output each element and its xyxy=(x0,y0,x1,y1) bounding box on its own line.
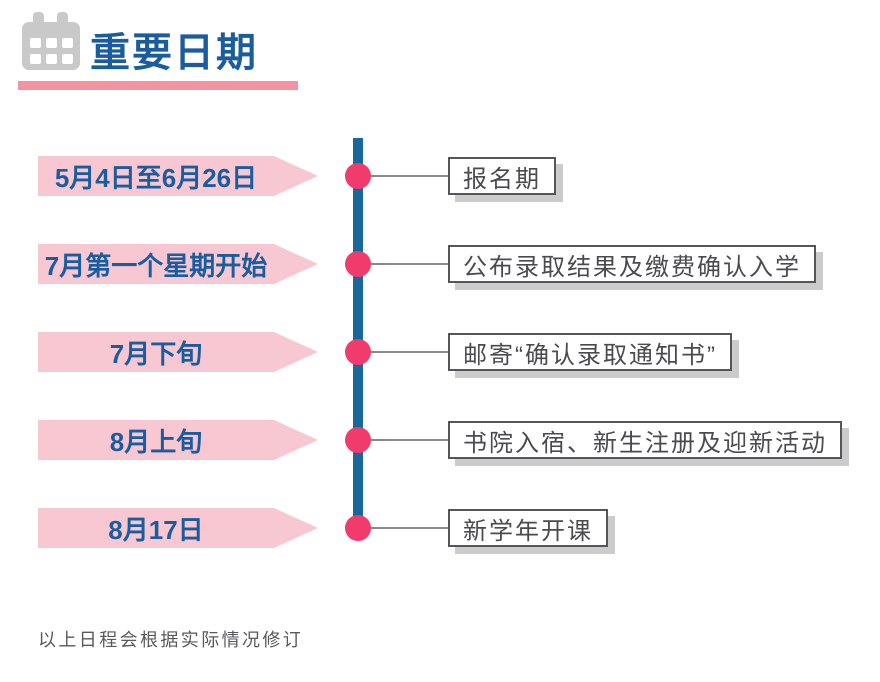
connector-line xyxy=(358,263,448,265)
page-title: 重要日期 xyxy=(90,31,258,75)
date-arrow: 7月下旬 xyxy=(38,332,318,372)
timeline-dot xyxy=(345,515,371,541)
event-box: 新学年开课 xyxy=(448,509,608,547)
event-box: 报名期 xyxy=(448,157,556,195)
date-label: 7月下旬 xyxy=(109,338,203,369)
timeline-line xyxy=(353,138,363,522)
date-label: 8月上旬 xyxy=(109,426,203,457)
event-box: 邮寄“确认录取通知书” xyxy=(448,333,732,371)
connector-line xyxy=(358,527,448,529)
title-underline xyxy=(18,81,298,90)
date-arrow: 8月17日 xyxy=(38,508,318,548)
event-box: 公布录取结果及缴费确认入学 xyxy=(448,245,816,283)
timeline-dot xyxy=(345,163,371,189)
connector-line xyxy=(358,439,448,441)
date-arrow: 8月上旬 xyxy=(38,420,318,460)
date-label: 5月4日至6月26日 xyxy=(54,162,258,193)
timeline-dot xyxy=(345,339,371,365)
calendar-icon xyxy=(22,12,80,70)
timeline-dot xyxy=(345,427,371,453)
date-arrow: 7月第一个星期开始 xyxy=(38,244,318,284)
connector-line xyxy=(358,351,448,353)
connector-line xyxy=(358,175,448,177)
date-label: 8月17日 xyxy=(108,514,204,545)
date-label: 7月第一个星期开始 xyxy=(44,250,268,281)
footer-note: 以上日程会根据实际情况修订 xyxy=(38,630,304,650)
event-box: 书院入宿、新生注册及迎新活动 xyxy=(448,421,842,459)
timeline-dot xyxy=(345,251,371,277)
date-arrow: 5月4日至6月26日 xyxy=(38,156,318,196)
